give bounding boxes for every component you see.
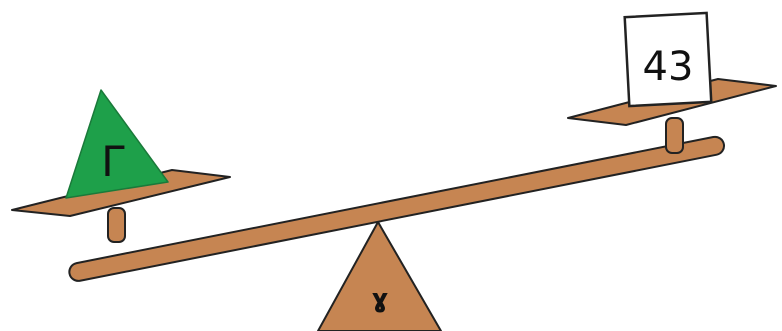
right-weight-label: 43 [643,44,694,90]
left-pan-post [108,208,125,242]
left-weight-label: Γ [101,137,125,186]
fulcrum-label: ɣ [372,284,389,314]
right-pan-post [666,118,683,153]
fulcrum-triangle [318,222,441,331]
